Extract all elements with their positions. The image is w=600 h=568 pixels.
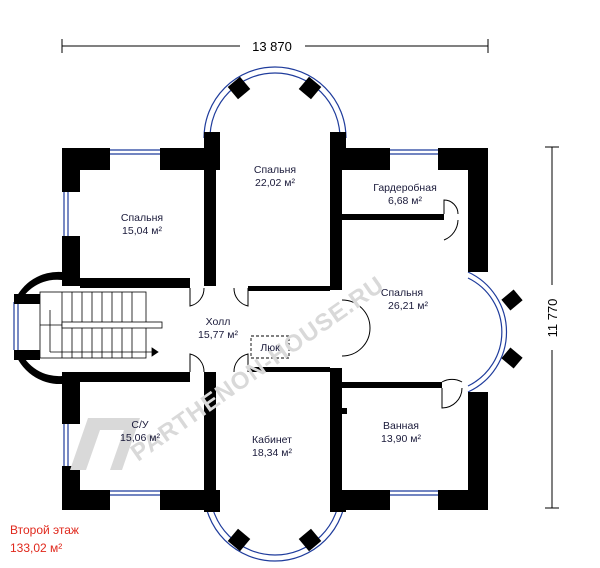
- room-area-wc: 15,06 м²: [120, 432, 160, 444]
- floor-area: 133,02 м²: [10, 541, 62, 555]
- room-name-bedroom-top: Спальня: [254, 164, 296, 176]
- room-area-hall: 15,77 м²: [198, 329, 238, 341]
- floor-name: Второй этаж: [10, 523, 79, 537]
- logo-icon: [70, 418, 140, 470]
- windows: [13, 66, 508, 562]
- room-name-bedroom-left: Спальня: [121, 212, 163, 224]
- room-area-bathroom: 13,90 м²: [381, 433, 421, 445]
- room-name-study: Кабинет: [252, 434, 292, 446]
- room-labels: Спальня 22,02 м² Гардеробная 6,68 м² Спа…: [120, 164, 437, 459]
- staircase: [39, 291, 163, 382]
- walls: [14, 76, 523, 552]
- room-name-hatch: Люк: [260, 342, 280, 354]
- room-area-bedroom-left: 15,04 м²: [122, 225, 162, 237]
- room-area-study: 18,34 м²: [252, 447, 292, 459]
- height-label: 11 770: [545, 299, 560, 338]
- room-name-wardrobe: Гардеробная: [373, 182, 437, 194]
- room-name-bathroom: Ванная: [383, 420, 419, 432]
- room-name-wc: С/У: [131, 419, 149, 431]
- doors: [189, 199, 463, 409]
- room-area-bedroom-top: 22,02 м²: [255, 177, 295, 189]
- width-label: 13 870: [252, 39, 292, 54]
- room-area-bedroom-right: 26,21 м²: [388, 300, 428, 312]
- room-name-hall: Холл: [206, 316, 231, 328]
- room-name-bedroom-right: Спальня: [381, 287, 423, 299]
- dimension-width: 13 870: [61, 39, 489, 54]
- dimension-height: 11 770: [545, 146, 560, 509]
- fixtures: [212, 186, 347, 420]
- room-area-wardrobe: 6,68 м²: [388, 195, 423, 207]
